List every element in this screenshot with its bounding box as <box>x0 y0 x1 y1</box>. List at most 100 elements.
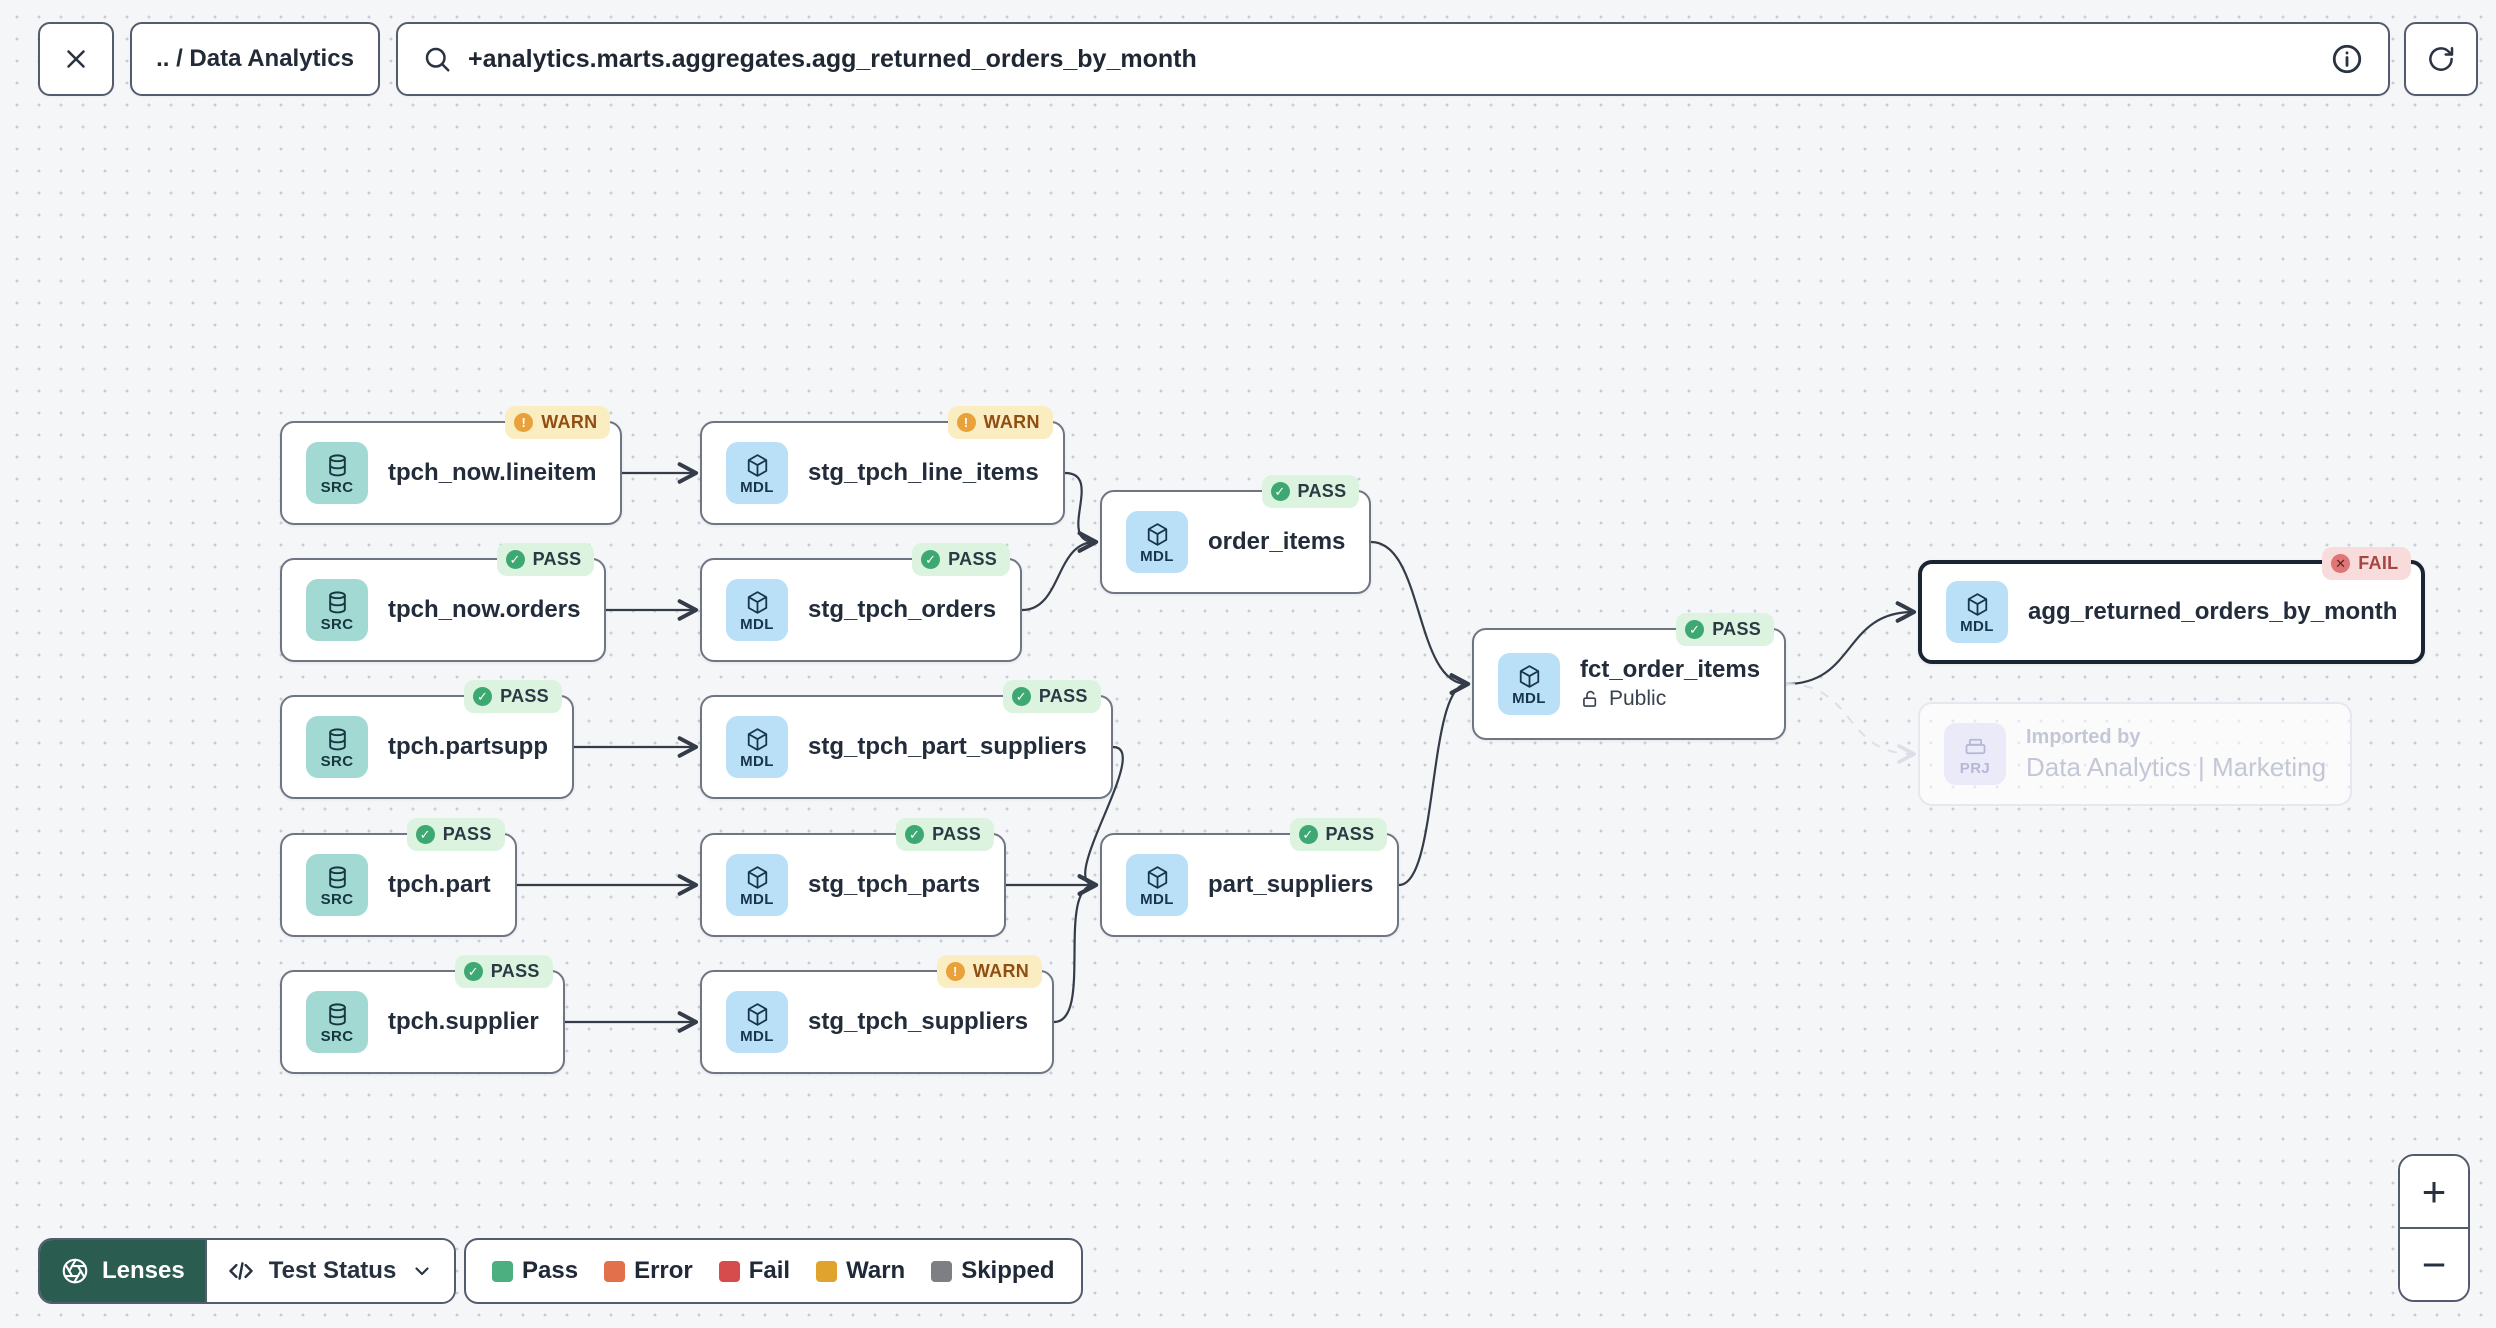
legend-swatch-fail <box>718 1260 740 1282</box>
zoom-in-button[interactable]: + <box>2400 1156 2468 1227</box>
aperture-icon <box>62 1258 88 1284</box>
status-badge-pass: ✓PASS <box>1289 818 1388 851</box>
zoom-controls: + − <box>2398 1154 2470 1302</box>
node-type-label: SRC <box>320 890 354 908</box>
pass-status-icon: ✓ <box>463 962 483 981</box>
node-label: tpch.supplier <box>388 1007 539 1035</box>
node-type-label: MDL <box>1960 617 1994 635</box>
legend-item-error: Error <box>604 1257 693 1285</box>
pass-status-icon: ✓ <box>415 825 435 844</box>
node-text: tpch.part <box>388 871 491 898</box>
status-badge-warn: !WARN <box>936 955 1043 988</box>
close-button[interactable] <box>38 22 114 96</box>
legend-swatch-warn <box>816 1260 838 1282</box>
status-badge-label: WARN <box>972 961 1030 981</box>
node-text: agg_returned_orders_by_month <box>2028 598 2397 625</box>
node-text: stg_tpch_parts <box>808 871 980 898</box>
pass-status-icon: ✓ <box>505 550 525 569</box>
node-tpch_part[interactable]: ✓PASS SRC tpch.part <box>280 818 517 937</box>
node-type-label: PRJ <box>1959 759 1991 777</box>
node-text: stg_tpch_orders <box>808 596 996 623</box>
status-badge-label: WARN <box>983 412 1040 432</box>
node-label: tpch_now.lineitem <box>388 458 597 486</box>
node-text: stg_tpch_suppliers <box>808 1008 1028 1035</box>
status-badge-label: PASS <box>1712 619 1762 639</box>
status-badge-pass: ✓PASS <box>406 818 505 851</box>
top-toolbar: .. / Data Analytics +analytics.marts.agg… <box>0 0 2496 120</box>
warn-status-icon: ! <box>956 413 976 432</box>
cube-icon: MDL <box>1946 581 2008 643</box>
node-type-label: MDL <box>740 1027 774 1045</box>
node-type-label: MDL <box>1140 890 1174 908</box>
status-badge-pass: ✓PASS <box>912 543 1011 576</box>
node-label: part_suppliers <box>1208 870 1374 898</box>
lenses-group: Lenses Test Status <box>38 1238 457 1304</box>
legend-item-fail: Fail <box>718 1257 790 1285</box>
status-badge-fail: ✕FAIL <box>2322 547 2412 580</box>
lens-selector[interactable]: Test Status <box>204 1240 455 1302</box>
legend-item-pass: Pass <box>492 1257 578 1285</box>
node-label: order_items <box>1208 527 1346 555</box>
legend-label: Warn <box>846 1257 906 1284</box>
cube-icon: MDL <box>1498 653 1560 715</box>
lens-selector-label: Test Status <box>268 1257 397 1284</box>
database-icon: SRC <box>306 579 368 641</box>
node-text: tpch.supplier <box>388 1007 539 1035</box>
node-type-label: MDL <box>740 890 774 908</box>
code-icon <box>228 1262 253 1280</box>
cube-icon: MDL <box>726 716 788 778</box>
pass-status-icon: ✓ <box>1298 825 1318 844</box>
node-stg_tpch_parts[interactable]: ✓ PASS MDL stg_tpch_parts <box>700 818 1007 937</box>
node-type-label: MDL <box>740 615 774 633</box>
node-text: part_suppliers <box>1208 870 1374 898</box>
lenses-button[interactable]: Lenses <box>40 1240 205 1302</box>
node-agg_returned_orders_by_month[interactable]: ✕FAIL MDL agg_returned_orders_by_month <box>1918 547 2426 664</box>
status-badge-pass: ✓ PASS <box>454 955 553 988</box>
pass-status-icon: ✓ <box>1011 687 1031 706</box>
search-input[interactable]: +analytics.marts.aggregates.agg_returned… <box>468 44 1197 73</box>
node-stg_tpch_orders[interactable]: ✓PASS MDL stg_tpch_orders <box>700 543 1023 662</box>
node-type-label: SRC <box>320 1027 354 1045</box>
node-sublabel: Public <box>1580 687 1760 711</box>
search-icon <box>425 47 450 72</box>
pass-status-icon: ✓ <box>1685 620 1705 639</box>
pass-status-icon: ✓ <box>921 550 941 569</box>
zoom-out-button[interactable]: − <box>2400 1227 2468 1300</box>
unlock-icon <box>1580 689 1601 710</box>
legend-swatch-error <box>604 1260 626 1282</box>
node-tpch_supplier[interactable]: ✓ PASS SRC tpch.supplier <box>280 955 565 1074</box>
node-text: order_items <box>1208 527 1346 555</box>
cube-icon: MDL <box>726 579 788 641</box>
cube-icon: MDL <box>1126 854 1188 916</box>
node-part_suppliers[interactable]: ✓PASS MDL part_suppliers <box>1100 818 1400 937</box>
cube-icon: MDL <box>726 991 788 1053</box>
legend-item-warn: Warn <box>816 1257 905 1285</box>
cube-icon: MDL <box>1126 511 1188 573</box>
status-badge-label: PASS <box>490 961 540 981</box>
info-icon[interactable] <box>2330 42 2364 76</box>
legend-swatch-pass <box>492 1260 513 1282</box>
pass-status-icon: ✓ <box>905 825 925 844</box>
node-label: tpch.partsupp <box>388 732 548 760</box>
node-stg_tpch_suppliers[interactable]: !WARN MDL stg_tpch_suppliers <box>700 955 1055 1074</box>
node-text: stg_tpch_line_items <box>808 458 1039 486</box>
cube-icon: MDL <box>726 854 788 916</box>
search-bar[interactable]: +analytics.marts.aggregates.agg_returned… <box>396 22 2390 96</box>
status-badge-label: WARN <box>541 412 598 432</box>
refresh-icon <box>2429 47 2454 71</box>
status-badge-label: PASS <box>500 686 549 706</box>
status-badge-label: PASS <box>932 824 982 844</box>
node-label: stg_tpch_line_items <box>808 458 1039 486</box>
refresh-button[interactable] <box>2404 22 2478 96</box>
breadcrumb[interactable]: .. / Data Analytics <box>130 22 380 96</box>
